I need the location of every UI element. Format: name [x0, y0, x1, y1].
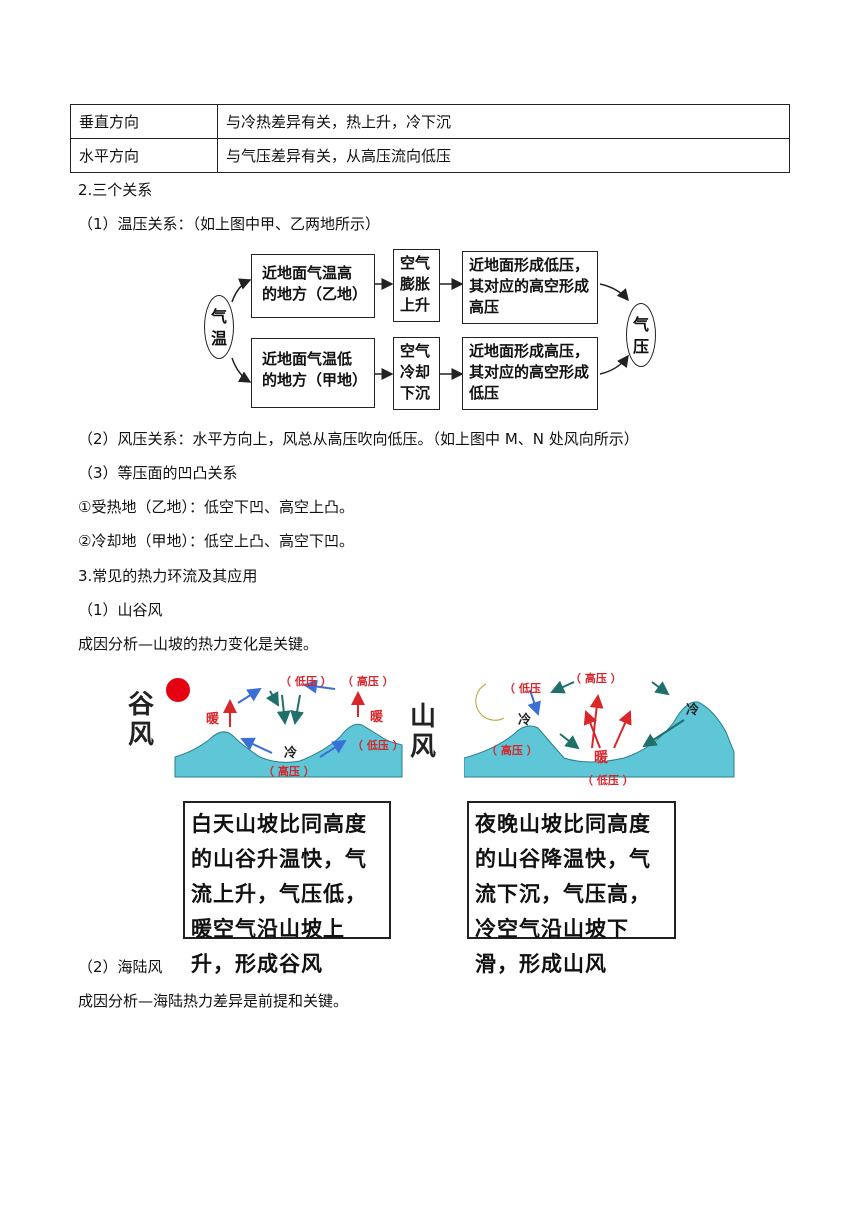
- subsection-heading: （3）等压面的凹凸关系: [78, 464, 238, 482]
- label-cold-right: 冷: [686, 702, 699, 718]
- valley-wind-title: 谷风: [128, 690, 155, 750]
- day-caption: 白天山坡比同高度的山谷升温快，气流上升，气压低，暖空气沿山坡上升，形成谷风: [183, 801, 391, 976]
- mountain-wind-diagram: （ 低压 （ 高压 ） 冷 冷 （ 高压 ） 暖 （ 低压 ）: [464, 671, 735, 787]
- label-cold: 冷: [284, 745, 297, 761]
- night-caption: 夜晚山坡比同高度的山谷降温快，气流下沉，气压高，冷空气沿山坡下滑，形成山风: [467, 801, 676, 976]
- pressure-node: 气压: [626, 303, 656, 367]
- label-warm-right: 暖: [370, 709, 384, 725]
- table-cell: 与气压差异有关，从高压流向低压: [217, 138, 790, 173]
- subsection-heading: （2）海陆风: [78, 958, 163, 976]
- subsection-heading: （1）温压关系：（如上图中甲、乙两地所示）: [78, 215, 381, 233]
- flow-result-low: 近地面形成低压，其对应的高空形成高压: [462, 251, 598, 324]
- label-high-high: （ 高压 ）: [342, 674, 394, 688]
- motion-table: 垂直方向 与冷热差异有关，热上升，冷下沉 水平方向 与气压差异有关，从高压流向低…: [70, 104, 790, 173]
- flow-cond-high: 近地面气温高的地方（乙地）: [251, 254, 375, 318]
- table-row: 垂直方向 与冷热差异有关，热上升，冷下沉: [70, 104, 790, 139]
- mountain-wind-title: 山风: [410, 702, 437, 762]
- label-low-bottom: （ 低压 ）: [582, 773, 634, 787]
- label-warm: 暖: [594, 749, 609, 766]
- table-cell: 垂直方向: [70, 104, 218, 139]
- moon-icon: [475, 683, 505, 721]
- sun-icon: [166, 678, 190, 702]
- temperature-node: 气温: [204, 295, 234, 359]
- section-heading: 2.三个关系: [78, 181, 153, 199]
- label-low-high: （ 低压 ）: [280, 674, 332, 688]
- section-heading: 3.常见的热力环流及其应用: [78, 567, 258, 585]
- label-low-right: （ 低压 ）: [352, 738, 404, 752]
- subsection-heading: （1）山谷风: [78, 601, 163, 619]
- flow-act-sink: 空气冷却下沉: [393, 337, 440, 410]
- valley-wind-diagram: （ 低压 ） （ 高压 ） 暖 暖 冷 （ 低压 ） （ 高压 ）: [166, 674, 404, 778]
- body-text: ②冷却地（甲地）：低空上凸、高空下凹。: [78, 532, 354, 550]
- label-low-left: （ 低压: [504, 681, 541, 695]
- label-high-left: （ 高压 ）: [486, 743, 538, 757]
- body-text: ①受热地（乙地）：低空下凹、高空上凸。: [78, 498, 354, 516]
- flow-cond-low: 近地面气温低的地方（甲地）: [251, 338, 375, 408]
- flow-act-rise: 空气膨胀上升: [393, 249, 440, 322]
- table-row: 水平方向 与气压差异有关，从高压流向低压: [70, 138, 790, 173]
- label-cold-left: 冷: [518, 712, 531, 728]
- flow-arrows: [231, 278, 629, 383]
- body-text: 成因分析—山坡的热力变化是关键。: [78, 635, 319, 653]
- label-warm-left: 暖: [206, 711, 220, 727]
- flow-result-high: 近地面形成高压，其对应的高空形成低压: [462, 337, 598, 410]
- label-high-bottom: （ 高压 ）: [263, 764, 315, 778]
- body-text: 成因分析—海陆热力差异是前提和关键。: [78, 992, 349, 1010]
- table-cell: 与冷热差异有关，热上升，冷下沉: [217, 104, 790, 139]
- subsection-heading: （2）风压关系：水平方向上，风总从高压吹向低压。（如上图中 M、N 处风向所示）: [78, 430, 639, 448]
- label-high-top: （ 高压 ）: [570, 671, 622, 685]
- table-cell: 水平方向: [70, 138, 218, 173]
